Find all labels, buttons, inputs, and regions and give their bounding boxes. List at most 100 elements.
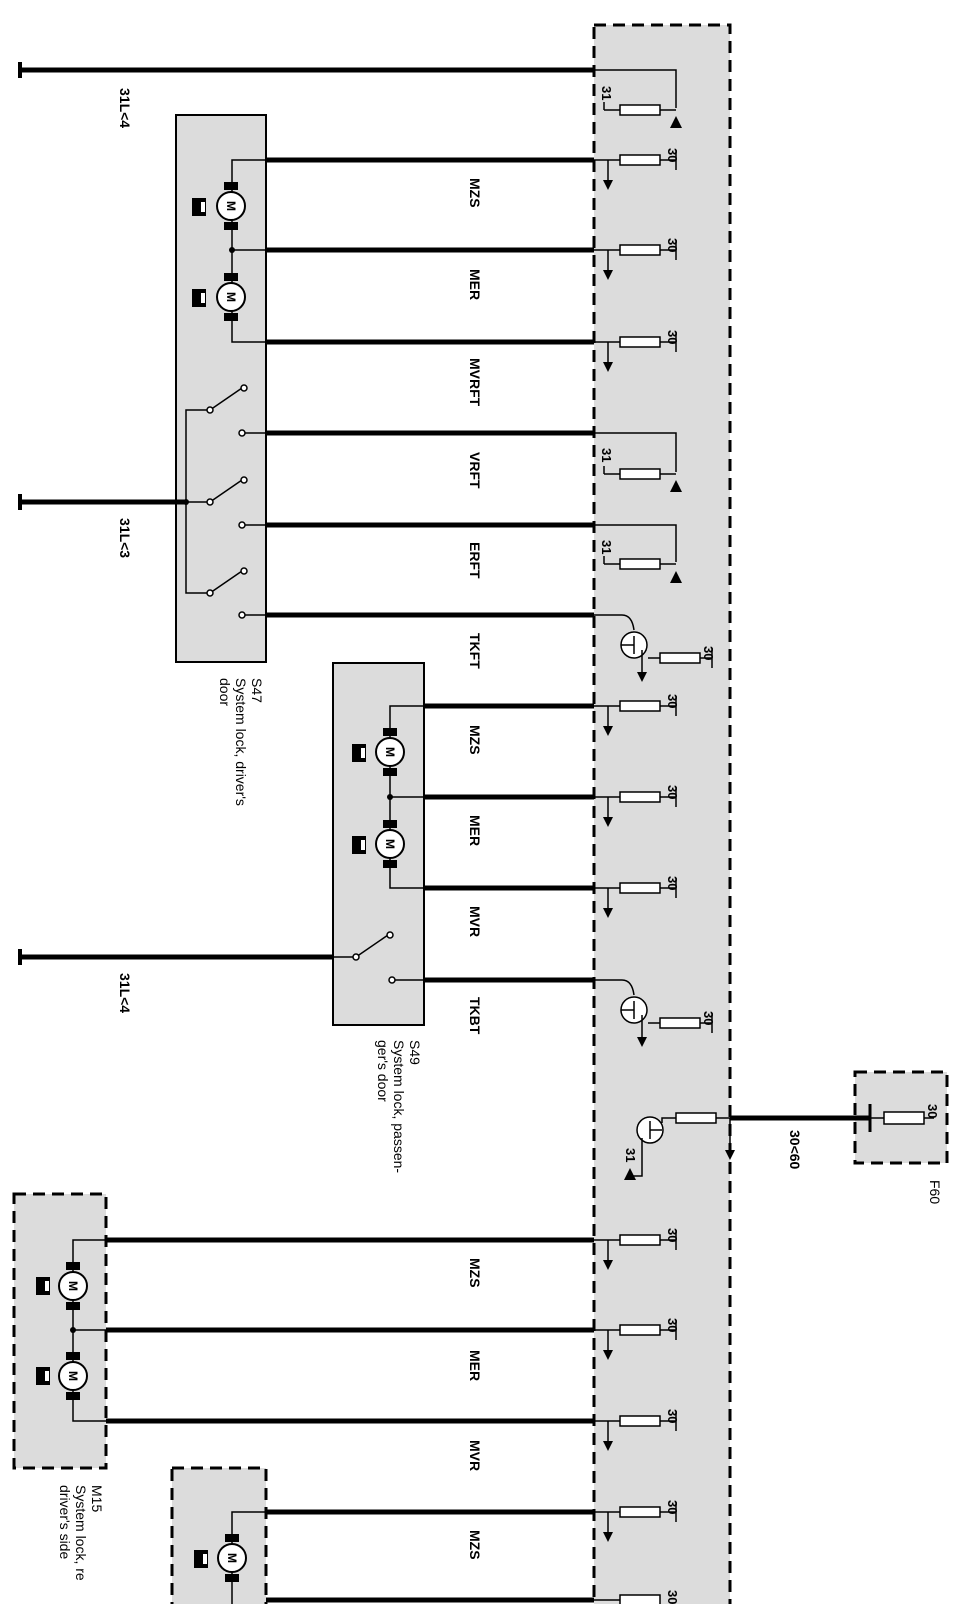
relay-stage: [594, 1320, 677, 1350]
s49-switch-contacts: [352, 931, 396, 984]
arrow-down: [725, 1150, 735, 1160]
relay-stage: [594, 878, 677, 908]
m15-code: M15: [89, 1485, 105, 1512]
transistor-stage-feed: [630, 1112, 731, 1177]
actuator-icon: [352, 744, 366, 854]
motor-icon: M: [58, 1352, 88, 1400]
arrow-down: [603, 908, 613, 918]
motor-icon: M: [375, 728, 405, 776]
svg-text:M: M: [66, 1371, 80, 1381]
svg-text:M: M: [383, 839, 397, 849]
s49-desc-line1: System lock, passen-: [391, 1040, 407, 1173]
motor-icon: M: [216, 182, 246, 230]
wire-label: TKFT: [467, 633, 483, 669]
m15-desc-line1: System lock, re: [73, 1485, 89, 1581]
wire-label: MVR: [467, 1440, 483, 1471]
f60-code: F60: [927, 1180, 943, 1204]
motor-icon: M: [217, 1534, 247, 1582]
s47-junction: [229, 247, 235, 253]
m15-box: [12, 1192, 108, 1470]
ground-label-1: 31L<4: [117, 88, 133, 128]
transistor-stage-tkft: [594, 614, 713, 672]
wire-label: ERFT: [467, 542, 483, 579]
relay-stage: [594, 696, 677, 726]
feed-wire-f60: [730, 1104, 872, 1132]
arrow-down: [603, 180, 613, 190]
fuse-icon: [870, 1111, 934, 1125]
arrow-down: [603, 1441, 613, 1451]
wire-label: MVR: [467, 906, 483, 937]
feed-label: 30<60: [787, 1130, 803, 1170]
terminal-30: 30: [665, 694, 680, 708]
terminal-30: 30: [665, 876, 680, 890]
relay-stage: [594, 150, 677, 180]
ground-arrow: [670, 571, 682, 583]
terminal-30: 30: [665, 148, 680, 162]
lower-internal-wiring: [231, 1511, 266, 1604]
terminal-30: 30: [665, 785, 680, 799]
arrow-down: [637, 1037, 647, 1047]
arrow-down: [603, 817, 613, 827]
wire-label: MER: [467, 815, 483, 846]
relay-stage: [594, 332, 677, 362]
svg-text:M: M: [225, 1553, 239, 1563]
wire-label: TKBT: [467, 997, 483, 1035]
wire-label: MZS: [467, 178, 483, 208]
actuator-icon: [192, 198, 206, 307]
ground-arrow: [670, 116, 682, 128]
arrow-down: [603, 1350, 613, 1360]
ground-lead-1: [18, 62, 594, 78]
ground-label-2: 31L<3: [117, 518, 133, 558]
relay-stage: [594, 1502, 677, 1532]
s49-junction: [387, 794, 393, 800]
terminal-30: 30: [665, 1590, 680, 1604]
terminal-30: 30: [665, 238, 680, 252]
relay-stage: [594, 1230, 677, 1260]
motor-icon: M: [58, 1262, 88, 1310]
svg-text:M: M: [66, 1281, 80, 1291]
s47-junction: [183, 499, 189, 505]
s47-desc-line1: System lock, driver's: [233, 678, 249, 806]
s49-code: S49: [407, 1040, 423, 1065]
s47-desc-line2: door: [217, 678, 233, 706]
m15-junction: [70, 1327, 76, 1333]
s49-desc-line2: ger's door: [375, 1040, 391, 1102]
svg-text:M: M: [224, 201, 238, 211]
svg-text:M: M: [224, 292, 238, 302]
relay-stage: [594, 787, 677, 817]
terminal-31: 31: [599, 540, 614, 554]
terminal-31: 31: [623, 1148, 638, 1162]
motor-icon: M: [216, 273, 246, 321]
arrow-down: [603, 1260, 613, 1270]
arrow-down: [637, 672, 647, 682]
motor-icon: M: [375, 820, 405, 868]
terminal-30: 30: [701, 646, 716, 660]
terminal-30: 30: [665, 1228, 680, 1242]
relay-stage: [594, 1411, 677, 1441]
terminal-31: 31: [599, 448, 614, 462]
ground-lead-2: [18, 494, 184, 510]
control-unit-ground-stage: [594, 69, 677, 116]
transistor-stage-tkbt: [594, 979, 713, 1037]
arrow-down: [603, 270, 613, 280]
terminal-30: 30: [665, 1500, 680, 1514]
m15-desc-line2: driver's side: [57, 1485, 73, 1559]
ground-arrow: [670, 480, 682, 492]
arrow-down: [603, 726, 613, 736]
arrow-down: [603, 362, 613, 372]
ground-label-3: 31L<4: [117, 973, 133, 1013]
terminal-31: 31: [599, 86, 614, 100]
terminal-30: 30: [665, 1409, 680, 1423]
wire-label: MER: [467, 269, 483, 300]
fuse-terminal-30: 30: [925, 1104, 940, 1118]
control-unit-ground-stage: [594, 432, 677, 480]
control-unit-ground-stage: [594, 524, 677, 570]
svg-text:M: M: [383, 747, 397, 757]
terminal-30: 30: [665, 330, 680, 344]
actuator-icon: [194, 1550, 208, 1568]
wire-label: MVRFT: [467, 358, 483, 407]
wire-label: MZS: [467, 1530, 483, 1560]
ground-lead-3: [18, 949, 333, 965]
